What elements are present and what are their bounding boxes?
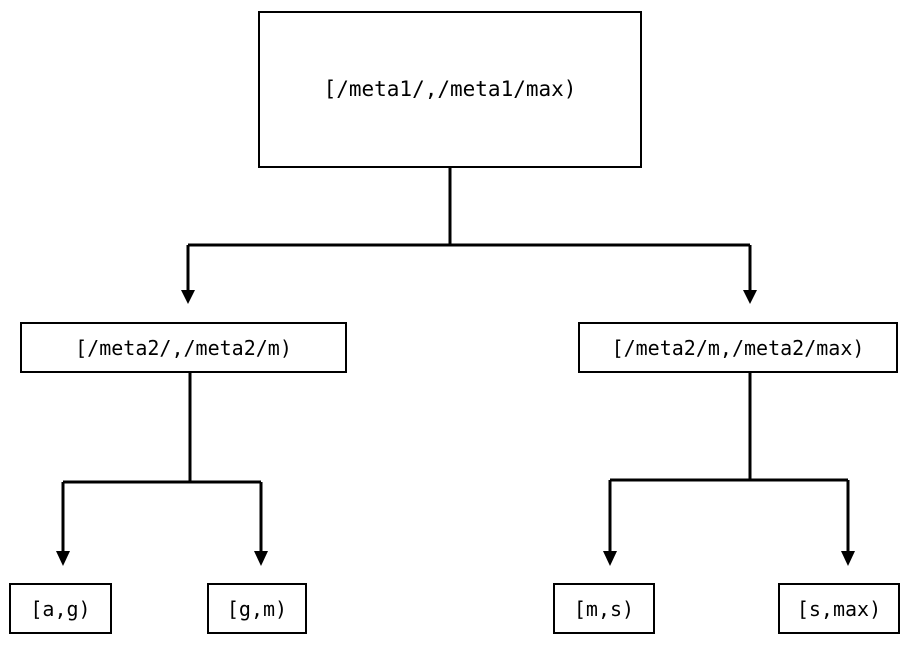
tree-node-root[interactable]: [/meta1/,/meta1/max) xyxy=(258,11,642,168)
tree-node-mid-left[interactable]: [/meta2/,/meta2/m) xyxy=(20,322,347,373)
arrowhead-icon-leaf-smax xyxy=(841,551,855,566)
arrowhead-icon-leaf-ag xyxy=(56,551,70,566)
arrowhead-icon-mid-left xyxy=(181,290,195,304)
arrowhead-icon-leaf-ms xyxy=(603,551,617,566)
tree-node-mid-left-label: [/meta2/,/meta2/m) xyxy=(75,335,292,360)
arrowhead-icon-mid-right xyxy=(743,290,757,304)
tree-node-leaf-gm[interactable]: [g,m) xyxy=(207,583,307,634)
tree-node-leaf-ag[interactable]: [a,g) xyxy=(9,583,112,634)
tree-node-root-label: [/meta1/,/meta1/max) xyxy=(323,77,577,101)
tree-node-mid-right-label: [/meta2/m,/meta2/max) xyxy=(611,335,865,360)
tree-node-leaf-ag-label: [a,g) xyxy=(30,596,91,621)
tree-node-leaf-smax-label: [s,max) xyxy=(796,596,882,621)
tree-node-leaf-smax[interactable]: [s,max) xyxy=(778,583,900,634)
arrowhead-icon-leaf-gm xyxy=(254,551,268,566)
tree-node-leaf-ms[interactable]: [m,s) xyxy=(553,583,655,634)
tree-node-leaf-gm-label: [g,m) xyxy=(226,596,288,621)
tree-node-mid-right[interactable]: [/meta2/m,/meta2/max) xyxy=(578,322,898,373)
tree-node-leaf-ms-label: [m,s) xyxy=(573,596,635,621)
